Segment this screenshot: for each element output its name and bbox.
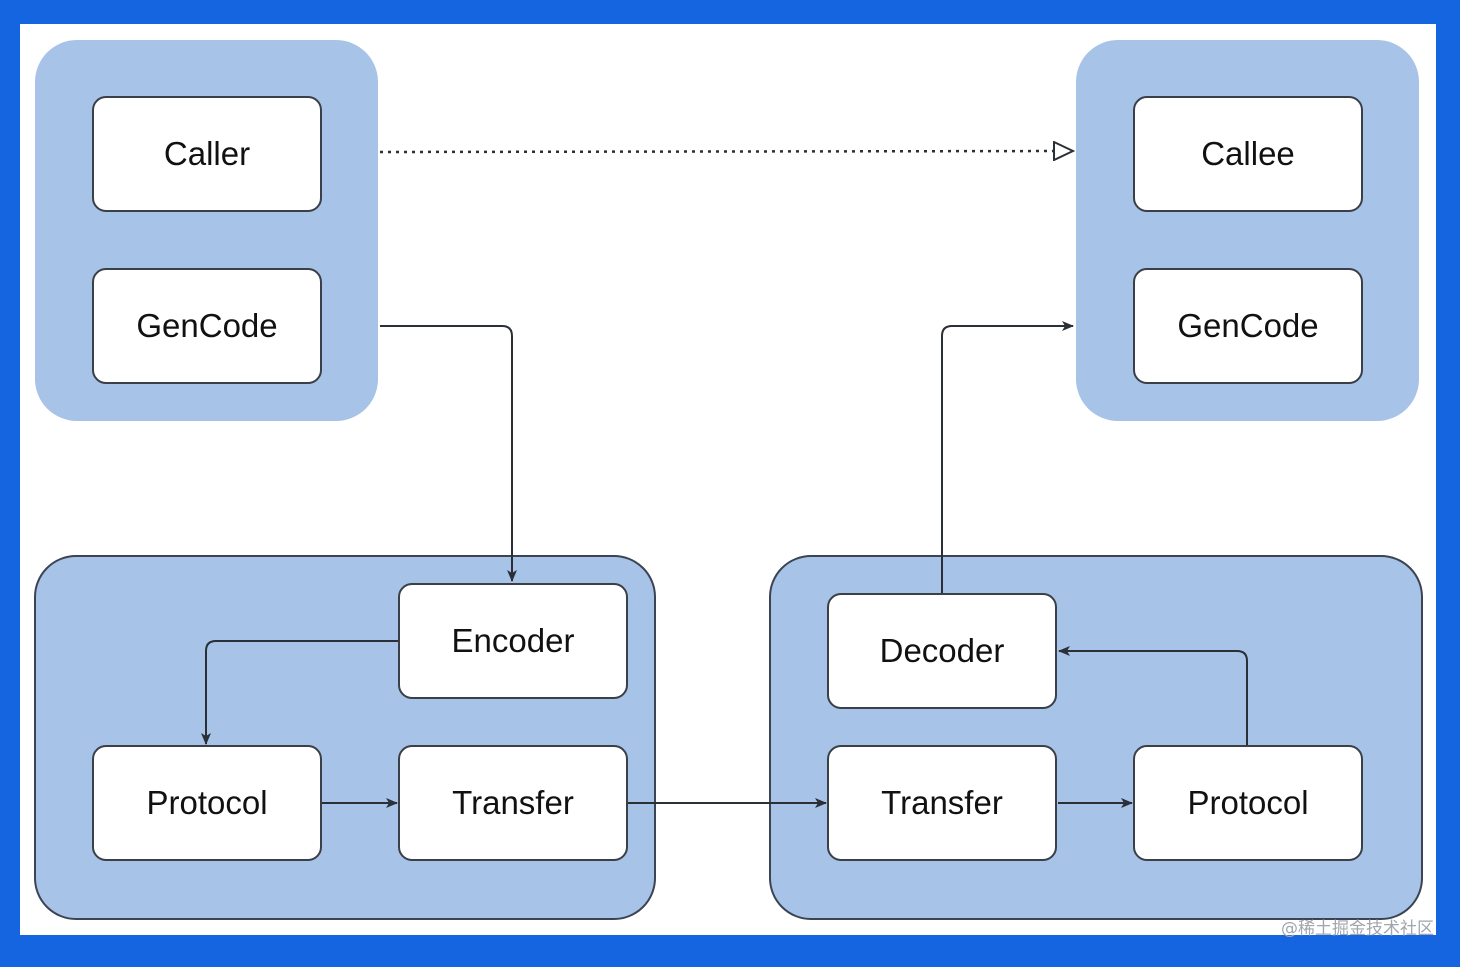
diagram-canvas: Caller GenCode Callee GenCode Encoder Pr… — [20, 24, 1436, 935]
edge-protocol-to-decoder — [1058, 646, 1248, 745]
edge-layer — [201, 24, 1248, 808]
edge-caller-to-callee — [379, 151, 1073, 152]
client-transfer-node: Transfer — [398, 745, 628, 861]
caller-gencode-node: GenCode — [92, 268, 322, 384]
encoder-node: Encoder — [398, 583, 628, 699]
edge-gencode-to-encoder — [380, 325, 517, 582]
callee-node: Callee — [1133, 96, 1363, 212]
caller-node: Caller — [92, 96, 322, 212]
decoder-node: Decoder — [827, 593, 1057, 709]
client-protocol-node: Protocol — [92, 745, 322, 861]
edge-decoder-to-gencode — [941, 321, 1074, 593]
server-transfer-node: Transfer — [827, 745, 1057, 861]
server-protocol-node: Protocol — [1133, 745, 1363, 861]
callee-gencode-node: GenCode — [1133, 268, 1363, 384]
edge-encoder-to-protocol — [201, 640, 398, 745]
source-watermark: @稀土掘金技术社区 — [1281, 919, 1434, 939]
